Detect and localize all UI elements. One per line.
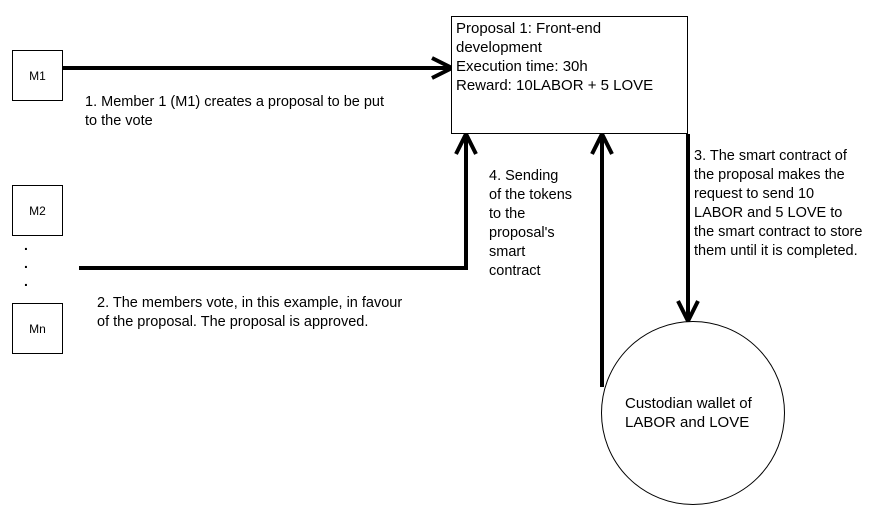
- member-mn-box: Mn: [12, 303, 63, 354]
- member-mn-label: Mn: [29, 321, 46, 336]
- step4-caption: 4. Sending of the tokens to the proposal…: [489, 168, 573, 279]
- arrowhead-wallet-to-proposal: [590, 129, 614, 155]
- member-m1-label: M1: [29, 68, 46, 83]
- proposal-box: Proposal 1: Front-end development Execut…: [451, 16, 688, 134]
- custodian-wallet-circle: [601, 321, 785, 505]
- member-ellipsis: . . .: [24, 237, 28, 289]
- step3-caption: 3. The smart contract of the proposal ma…: [694, 148, 863, 259]
- member-m1-box: M1: [12, 50, 63, 101]
- member-m2-box: M2: [12, 185, 63, 236]
- arrow-votes-to-proposal: [79, 134, 468, 270]
- member-m2-label: M2: [29, 203, 46, 218]
- step1-caption: 1. Member 1 (M1) creates a proposal to b…: [85, 94, 385, 129]
- custodian-wallet-label: Custodian wallet of LABOR and LOVE: [625, 395, 752, 431]
- step2-caption: 2. The members vote, in this example, in…: [97, 295, 403, 330]
- arrowhead-votes-to-proposal: [454, 129, 478, 155]
